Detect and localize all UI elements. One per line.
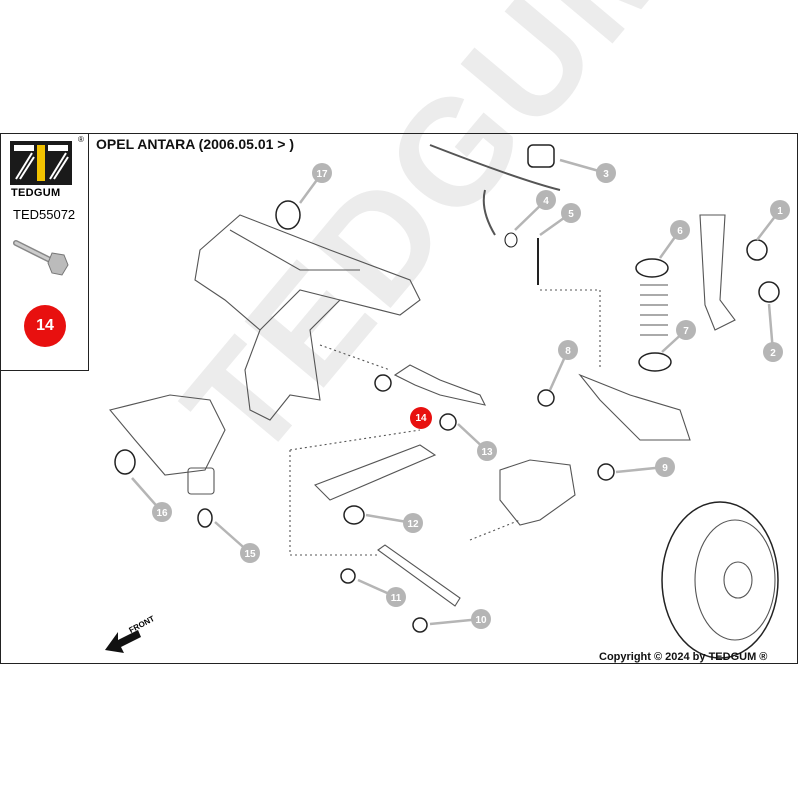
subframe [194,214,421,421]
callout-circle [536,190,556,210]
callout-12[interactable]: 12 [365,513,423,533]
front-knuckle [109,394,226,476]
callout-number: 11 [391,593,402,604]
callout-circle [471,609,491,629]
part-number: TED55072 [13,207,76,222]
callout-15[interactable]: 15 [214,521,260,563]
callout-13[interactable]: 13 [457,423,497,461]
callout-number: 1 [777,206,783,217]
callout-circle [240,543,260,563]
callout-8[interactable]: 8 [548,340,578,391]
callout-16[interactable]: 16 [131,477,172,522]
coil-spring [640,284,668,336]
callout-circle [770,200,790,220]
callout-number: 9 [662,463,668,474]
callout-number: 4 [543,196,549,207]
rear-knuckle [499,459,576,526]
bush-11 [340,568,356,584]
callout-1[interactable]: 1 [756,200,790,241]
bush-13 [439,413,457,431]
tedgum-logo [10,141,72,185]
bush-12 [343,505,365,525]
callout-number: 13 [481,447,493,458]
callout-circle [676,320,696,340]
callout-7[interactable]: 7 [661,320,696,353]
callout-number: 8 [565,346,571,357]
bush-8 [537,389,555,407]
front-arrow-icon [105,630,141,653]
part-info-panel [0,133,89,371]
callout-circle [558,340,578,360]
shock-absorber [699,214,736,331]
callout-circle [312,163,332,183]
callout-circle [596,163,616,183]
stabilizer-bar [429,144,561,236]
callout-3[interactable]: 3 [559,158,616,183]
callout-number: 6 [677,226,683,237]
page-title: OPEL ANTARA (2006.05.01 > ) [96,136,295,152]
brand-name: TEDGUM [11,187,61,199]
callout-circle [655,457,675,477]
spring-seat-6 [635,258,669,278]
callout-number: 5 [568,209,574,220]
callout-9[interactable]: 9 [615,457,675,477]
callout-number: 7 [683,326,689,337]
bush-10 [412,617,428,633]
lateral-link [377,544,461,607]
callout-number: 3 [603,169,609,180]
bush-1 [746,239,768,261]
callout-circle [386,587,406,607]
upper-control-arm [393,364,487,406]
callout-number: 15 [244,549,256,560]
bush-16 [114,449,136,475]
position-badge: 14 [24,305,66,347]
callout-10[interactable]: 10 [429,609,491,629]
callout-circle [670,220,690,240]
callout-number: 10 [475,615,487,626]
copyright: Copyright © 2024 by TEDGUM ® [599,651,768,663]
callout-11[interactable]: 11 [357,578,406,607]
registered-mark: ® [78,135,84,144]
bush-9 [597,463,615,481]
diagram-frame [0,133,798,664]
callout-number: 2 [770,348,776,359]
bush-holder [187,467,215,495]
callout-circle [152,502,172,522]
callout-5[interactable]: 5 [539,203,581,237]
bush-15 [197,508,213,528]
callout-14-highlight[interactable]: 14 [410,407,432,429]
bush-2 [758,281,780,303]
trailing-arm [314,444,437,501]
callout-2[interactable]: 2 [763,303,783,362]
wheel [661,501,779,659]
callout-circle [763,342,783,362]
callout-circle [403,513,423,533]
callout-number: 12 [407,519,419,530]
bush-4 [504,232,518,248]
callout-circle [561,203,581,223]
bush-3 [527,144,555,168]
bolt-image [13,240,69,276]
lower-control-arm [578,373,691,441]
callout-4[interactable]: 4 [514,190,556,231]
callout-circle [477,441,497,461]
wheel-hub [723,561,753,599]
bush-14 [374,374,392,392]
bush-17 [275,200,301,230]
callout-number: 16 [156,508,168,519]
callout-6[interactable]: 6 [658,220,690,259]
callout-17[interactable]: 17 [298,163,332,204]
spring-seat-7 [638,352,672,372]
callout-number: 17 [316,169,328,180]
